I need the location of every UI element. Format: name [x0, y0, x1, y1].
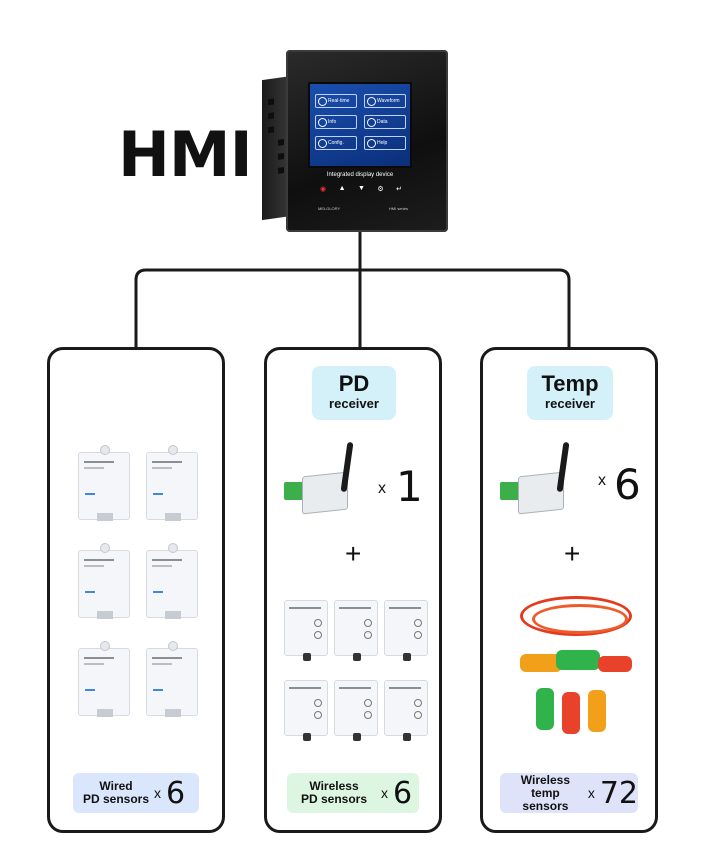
pd-receiver-subtitle: receiver — [329, 396, 379, 411]
hmi-footer: MELGLORY HMI series — [318, 206, 408, 211]
temp-sensor-clip — [598, 656, 632, 672]
label-multiplier: x — [587, 785, 595, 801]
temp-sensor-clip — [562, 692, 580, 734]
label-count: 72 — [599, 775, 638, 811]
wired-pd-sensor — [78, 543, 130, 619]
label-line2: PD sensors — [83, 792, 150, 806]
wired-pd-sensor — [146, 445, 198, 521]
hmi-tile: Config. — [315, 136, 357, 150]
hmi-model: HMI series — [388, 206, 408, 211]
hmi-tile: Data — [364, 115, 406, 129]
plus-sign: + — [564, 538, 581, 569]
label-count: 6 — [166, 775, 186, 811]
temp-receiver-title: Temp — [541, 371, 599, 396]
wireless-temp-panel — [480, 347, 658, 833]
pd-receiver-badge: PD receiver — [312, 366, 396, 420]
wired-pd-sensor — [146, 543, 198, 619]
temp-receiver-badge: Temp receiver — [527, 366, 613, 420]
hmi-tile: Info — [315, 115, 357, 129]
temp-sensor-cable — [520, 596, 632, 636]
wired-pd-sensors-label: Wired PD sensors x 6 — [73, 773, 199, 813]
hmi-tile: Help — [364, 136, 406, 150]
hmi-device-image: Real-time Waveform Info Data Config. Hel… — [262, 48, 448, 234]
temp-sensor-clip — [536, 688, 554, 730]
temp-receiver-multiplier: x — [598, 472, 606, 489]
hmi-button-row: ◉ ▲ ▼ ⚙ ↵ — [320, 185, 402, 197]
temp-sensor-clip — [556, 650, 600, 670]
wireless-pd-sensor — [284, 600, 328, 661]
power-icon: ◉ — [320, 186, 327, 193]
wired-pd-sensor — [78, 445, 130, 521]
temp-sensor-clip — [520, 654, 562, 672]
enter-icon: ↵ — [396, 186, 402, 193]
wireless-pd-sensors-label: Wireless PD sensors x 6 — [287, 773, 419, 813]
hmi-title: HMI — [118, 118, 253, 191]
wireless-pd-sensor — [334, 600, 378, 661]
label-line2: PD sensors — [301, 792, 368, 806]
wireless-pd-sensor — [284, 680, 328, 741]
hmi-tile: Waveform — [364, 94, 406, 108]
label-multiplier: x — [381, 785, 389, 801]
label-multiplier: x — [154, 785, 162, 801]
wireless-pd-sensor — [384, 680, 428, 741]
arrow-down-icon: ▼ — [357, 185, 365, 192]
wireless-temp-sensors-label: Wireless temp sensors x 72 — [500, 773, 638, 813]
hmi-tile: Real-time — [315, 94, 357, 108]
label-line1: Wireless — [309, 779, 359, 793]
plus-sign: + — [345, 538, 362, 569]
temp-receiver-count: 6 — [614, 460, 641, 509]
label-line2: temp sensors — [522, 785, 569, 813]
wireless-pd-sensor — [384, 600, 428, 661]
pd-receiver-device — [284, 441, 356, 516]
pd-receiver-multiplier: x — [378, 480, 386, 497]
temp-sensor-cable — [532, 604, 628, 634]
gear-icon: ⚙ — [377, 186, 384, 193]
label-line1: Wired — [99, 779, 133, 793]
label-line1: Wireless — [520, 772, 571, 787]
temp-receiver-subtitle: receiver — [545, 396, 595, 411]
label-count: 6 — [393, 775, 413, 811]
pd-receiver-title: PD — [338, 371, 370, 396]
arrow-up-icon: ▲ — [338, 185, 346, 192]
hmi-brand: MELGLORY — [318, 206, 341, 211]
wired-pd-sensor — [146, 641, 198, 717]
temp-sensor-clip — [588, 690, 606, 732]
wireless-pd-sensor — [334, 680, 378, 741]
wireless-pd-panel — [264, 347, 442, 833]
hmi-screen-caption: Integrated display device — [326, 172, 394, 178]
temp-receiver-device — [500, 441, 572, 516]
pd-receiver-count: 1 — [396, 462, 423, 511]
hmi-screen: Real-time Waveform Info Data Config. Hel… — [308, 82, 412, 168]
wired-pd-panel — [47, 347, 225, 833]
wired-pd-sensor — [78, 641, 130, 717]
